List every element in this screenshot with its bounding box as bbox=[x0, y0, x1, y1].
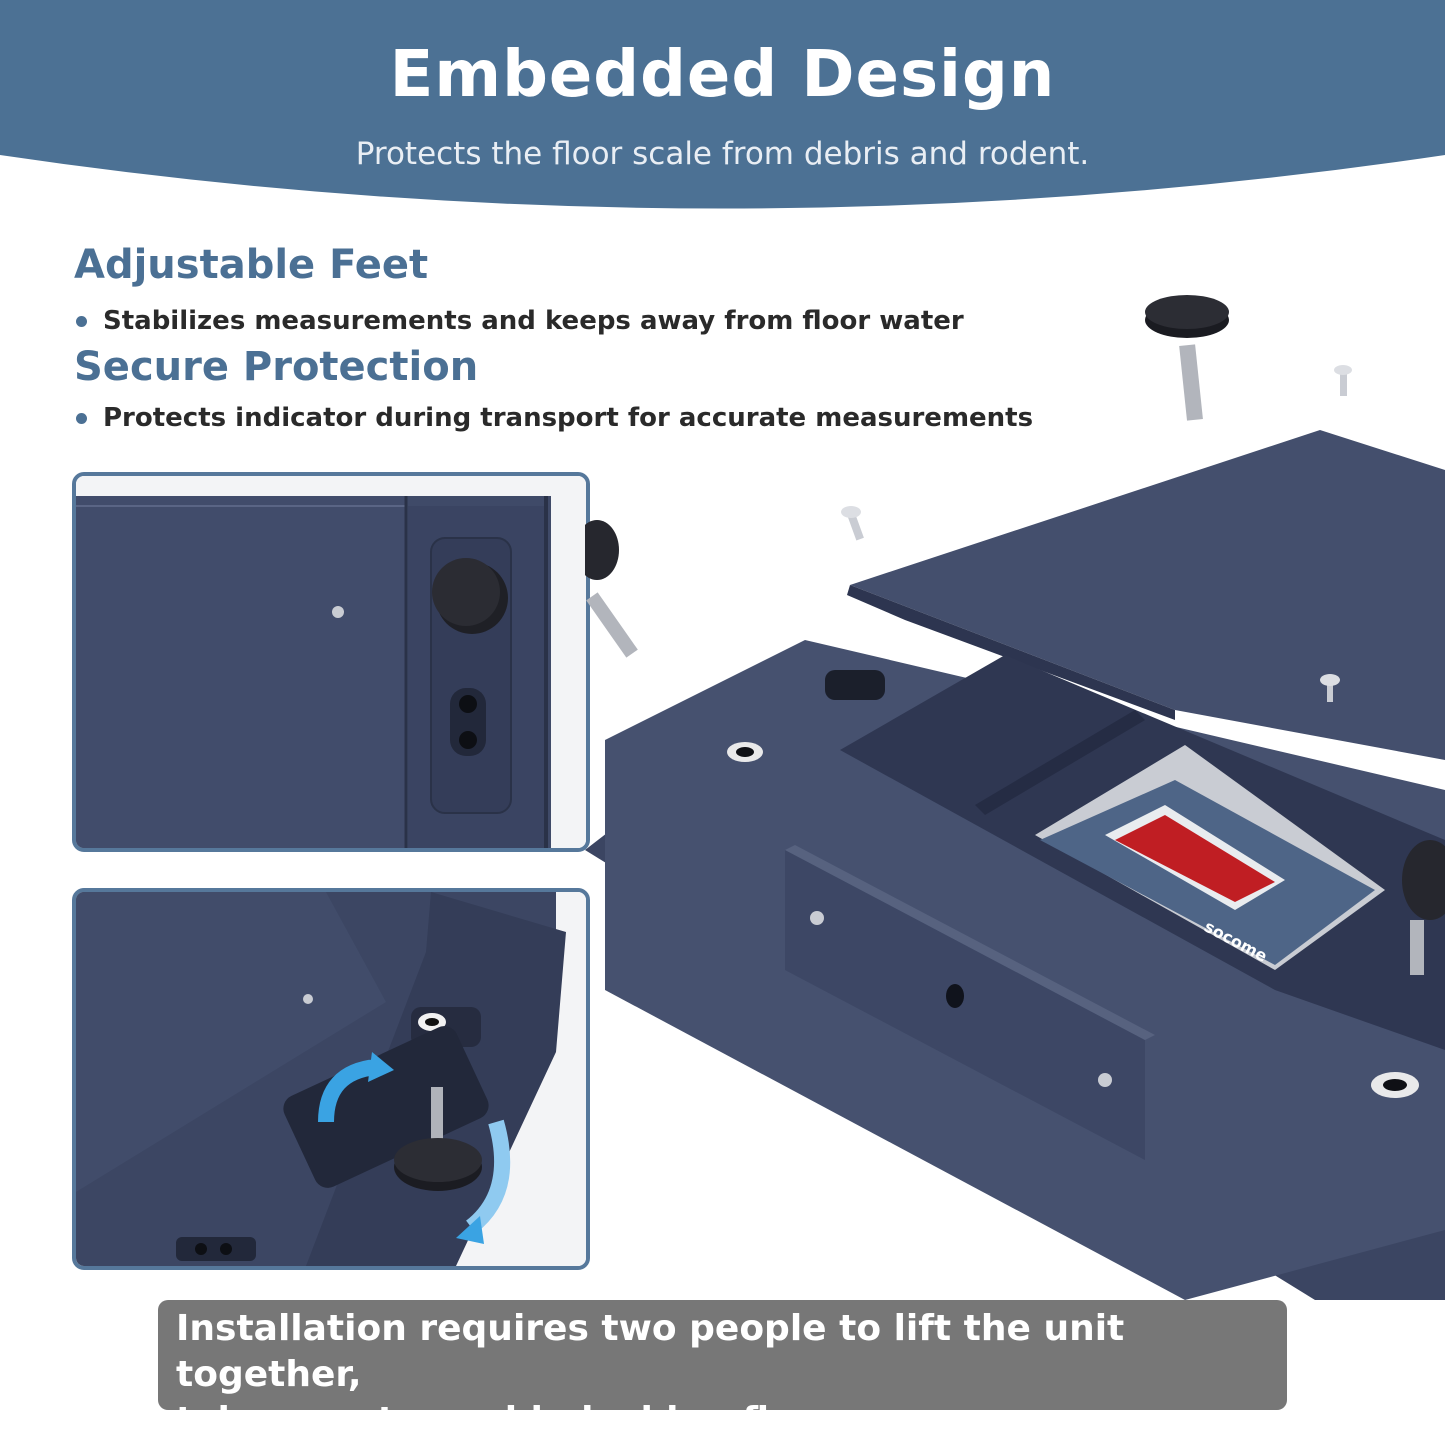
feature-bullet-text: Protects indicator during transport for … bbox=[103, 403, 1034, 433]
header-banner: Embedded Design Protects the floor scale… bbox=[0, 0, 1445, 230]
feature-heading-secure-protection: Secure Protection bbox=[74, 344, 479, 390]
notice-line-2: take care to avoid pinching fingers. bbox=[176, 1400, 898, 1441]
bullet-dot-icon bbox=[76, 412, 87, 424]
feature-bullet-adjustable-feet: Stabilizes measurements and keeps away f… bbox=[76, 306, 964, 336]
page-title: Embedded Design bbox=[389, 38, 1056, 112]
closeup-panel-image bbox=[76, 476, 586, 848]
scale-image: socome bbox=[575, 295, 1445, 1300]
bullet-dot-icon bbox=[76, 315, 87, 327]
banner-shape bbox=[0, 0, 1445, 209]
feature-bullet-secure-protection: Protects indicator during transport for … bbox=[76, 403, 1033, 433]
adjustable-foot-closeup-image bbox=[76, 892, 586, 1266]
page-subtitle: Protects the floor scale from debris and… bbox=[355, 136, 1090, 172]
notice-line-1: Installation requires two people to lift… bbox=[176, 1308, 1125, 1395]
installation-notice: Installation requires two people to lift… bbox=[158, 1300, 1287, 1441]
feature-bullet-text: Stabilizes measurements and keeps away f… bbox=[103, 306, 964, 336]
inset-closeup-top bbox=[72, 472, 590, 852]
floor-scale-illustration: socome bbox=[575, 290, 1445, 1304]
feature-heading-adjustable-feet: Adjustable Feet bbox=[74, 242, 429, 288]
inset-closeup-feet bbox=[72, 888, 590, 1270]
